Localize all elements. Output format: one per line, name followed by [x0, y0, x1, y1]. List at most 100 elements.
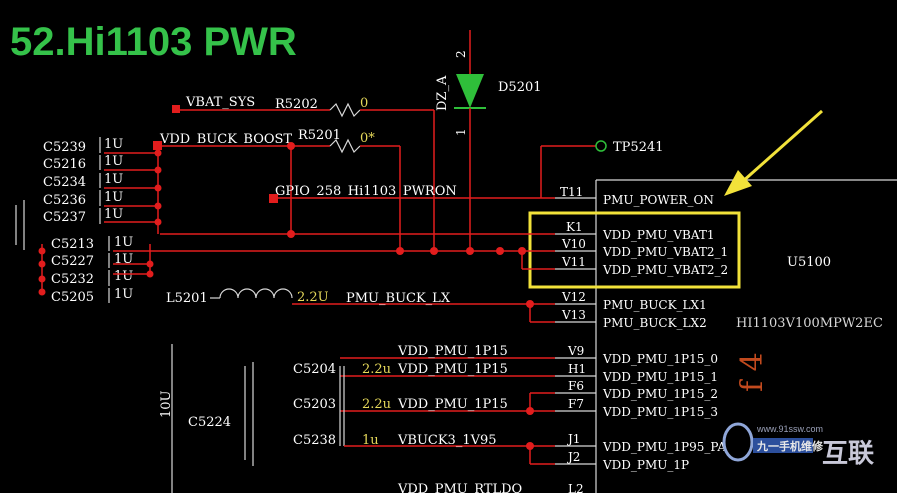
net-vbuck3-1v95: C5238 1u VBUCK3_1V95 VDD_PMU_RTLDO	[293, 433, 555, 493]
net-port	[153, 141, 162, 150]
junction-dot	[154, 166, 162, 174]
junction-dot	[154, 202, 162, 210]
pin-name: VDD_PMU_VBAT1	[602, 228, 715, 242]
pin-number: J1	[566, 432, 580, 446]
ic-part-number: HI1103V100MPW2EC	[736, 316, 883, 331]
cap-value: 1U	[104, 154, 123, 169]
pin-number: V11	[561, 255, 586, 269]
testpoint-ref: TP5241	[613, 140, 664, 155]
pin-name: VDD_PMU_1P15_0	[602, 352, 718, 366]
cap-ref-c5203: C5203	[293, 397, 336, 412]
junction-dot	[154, 184, 162, 192]
cap-value: 1U	[104, 207, 123, 222]
net-vdd-pmu-vbat	[150, 230, 555, 270]
junction-dot	[38, 288, 46, 296]
cap-ref: C5213	[51, 237, 94, 252]
junction-dot	[146, 260, 154, 268]
pin-number: F7	[568, 397, 584, 411]
testpoint-tp5241	[595, 140, 607, 152]
cap-bank-bottom: C5213 1U C5227 1U C5232 1U C5205 1U	[38, 235, 154, 305]
pin-name: PMU_BUCK_LX2	[603, 316, 707, 330]
pin-name: PMU_POWER_ON	[603, 193, 714, 207]
net-gpio-pwron: GPIO_258_Hi1103_PWRON TP5241	[269, 140, 664, 203]
junction-dot	[526, 300, 534, 308]
resistor-r5202	[329, 102, 361, 118]
pin-number: V10	[561, 237, 586, 251]
pin-name: VDD_PMU_1P15_2	[602, 387, 718, 401]
pin-number: K1	[566, 220, 583, 234]
ic-u5100: U5100 HI1103V100MPW2EC f 4	[595, 179, 897, 493]
pin-name: VDD_PMU_1P	[602, 458, 689, 472]
resistor-ref-r5201: R5201	[298, 128, 341, 143]
cap-value: 1U	[114, 287, 133, 302]
cap-ref: C5239	[43, 140, 86, 155]
net-label-gpio-pwron: GPIO_258_Hi1103_PWRON	[275, 184, 457, 199]
diode-ref: D5201	[498, 80, 542, 95]
watermark: 九一手机维修 www.91ssw.com 互联	[722, 422, 874, 468]
resistor-ref-r5202: R5202	[275, 97, 318, 112]
cap-value: 1U	[104, 190, 123, 205]
inductor-value: 2.2U	[297, 290, 329, 305]
pin-number: V13	[561, 308, 586, 322]
watermark-site-name: 九一手机维修	[756, 439, 824, 453]
net-label-vdd-buck-boost: VDD_BUCK_BOOST	[159, 132, 292, 147]
resistor-value-r5202: 0	[360, 96, 368, 111]
cap-ref: C5232	[51, 272, 94, 287]
cap-ref: C5236	[43, 193, 86, 208]
pin-number: V9	[567, 344, 584, 358]
ic-pins: T11 PMU_POWER_ON K1 VDD_PMU_VBAT1 V10 VD…	[555, 185, 728, 493]
cap-value-c5238: 1u	[362, 433, 379, 448]
net-label-1p15-c: VDD_PMU_1P15	[397, 397, 508, 412]
ic-ref-label: U5100	[787, 255, 831, 270]
pin-number: F6	[568, 379, 584, 393]
junction-dot	[526, 442, 534, 450]
pin-name: VDD_PMU_VBAT2_2	[602, 263, 728, 277]
net-label-dz-a: DZ_A	[435, 75, 450, 111]
pin-name: VDD_PMU_1P15_3	[602, 405, 718, 419]
pin-number: J2	[566, 450, 580, 464]
cap-ref: C5216	[43, 157, 86, 172]
pin-number: H1	[568, 362, 586, 376]
watermark-logo-text: 互联	[822, 438, 874, 468]
junction-dot	[496, 247, 504, 255]
cap-value-c5204: 2.2u	[362, 362, 391, 377]
cap-bank-top: C5239 1U C5216 1U C5234 1U C5236 1U C523…	[15, 137, 162, 250]
junction-dot	[287, 230, 295, 238]
cap-ref-c5204: C5204	[293, 362, 336, 377]
cap-ref-c5238: C5238	[293, 433, 336, 448]
watermark-banner	[753, 438, 813, 453]
junction-dot	[38, 275, 46, 283]
diode-body	[456, 74, 484, 108]
junction-dot	[38, 260, 46, 268]
net-vdd-buck-boost: VDD_BUCK_BOOST R5201 0*	[153, 128, 401, 251]
highlight-box	[528, 211, 741, 289]
net-label-pmu-buck-lx: PMU_BUCK_LX	[346, 291, 451, 306]
junction-dot	[518, 247, 526, 255]
cap-ref-c5224: C5224	[188, 415, 231, 430]
junction-dot	[430, 247, 438, 255]
net-vdd-pmu-1p15: VDD_PMU_1P15 C5204 2.2u VDD_PMU_1P15 C52…	[293, 344, 555, 446]
pin-name: VDD_PMU_1P15_1	[602, 370, 718, 384]
pin-name: PMU_BUCK_LX1	[603, 298, 707, 312]
cap-ref: C5234	[43, 175, 86, 190]
cap-ref: C5205	[51, 290, 94, 305]
pointer-arrow	[724, 109, 823, 196]
pin-number: L2	[568, 482, 584, 493]
diode-pin-top: 2	[454, 50, 468, 58]
net-label-1p15-a: VDD_PMU_1P15	[397, 344, 508, 359]
arrow-head	[724, 170, 752, 196]
junction-dot	[466, 247, 474, 255]
junction-dot	[154, 149, 162, 157]
cap-c5224: 10U C5224	[159, 344, 254, 493]
pin-name: VDD_PMU_1P95_PA	[602, 440, 726, 454]
watermark-url: www.91ssw.com	[756, 424, 823, 434]
diode-d5201: 2 1 D5201 DZ_A	[435, 30, 542, 251]
net-label-vbat-sys: VBAT_SYS	[185, 95, 255, 110]
net-port	[269, 194, 278, 203]
diode-pin-bottom: 1	[454, 128, 468, 136]
cap-value-c5203: 2.2u	[362, 397, 391, 412]
junction-dot	[526, 407, 534, 415]
cap-value: 1U	[114, 235, 133, 250]
